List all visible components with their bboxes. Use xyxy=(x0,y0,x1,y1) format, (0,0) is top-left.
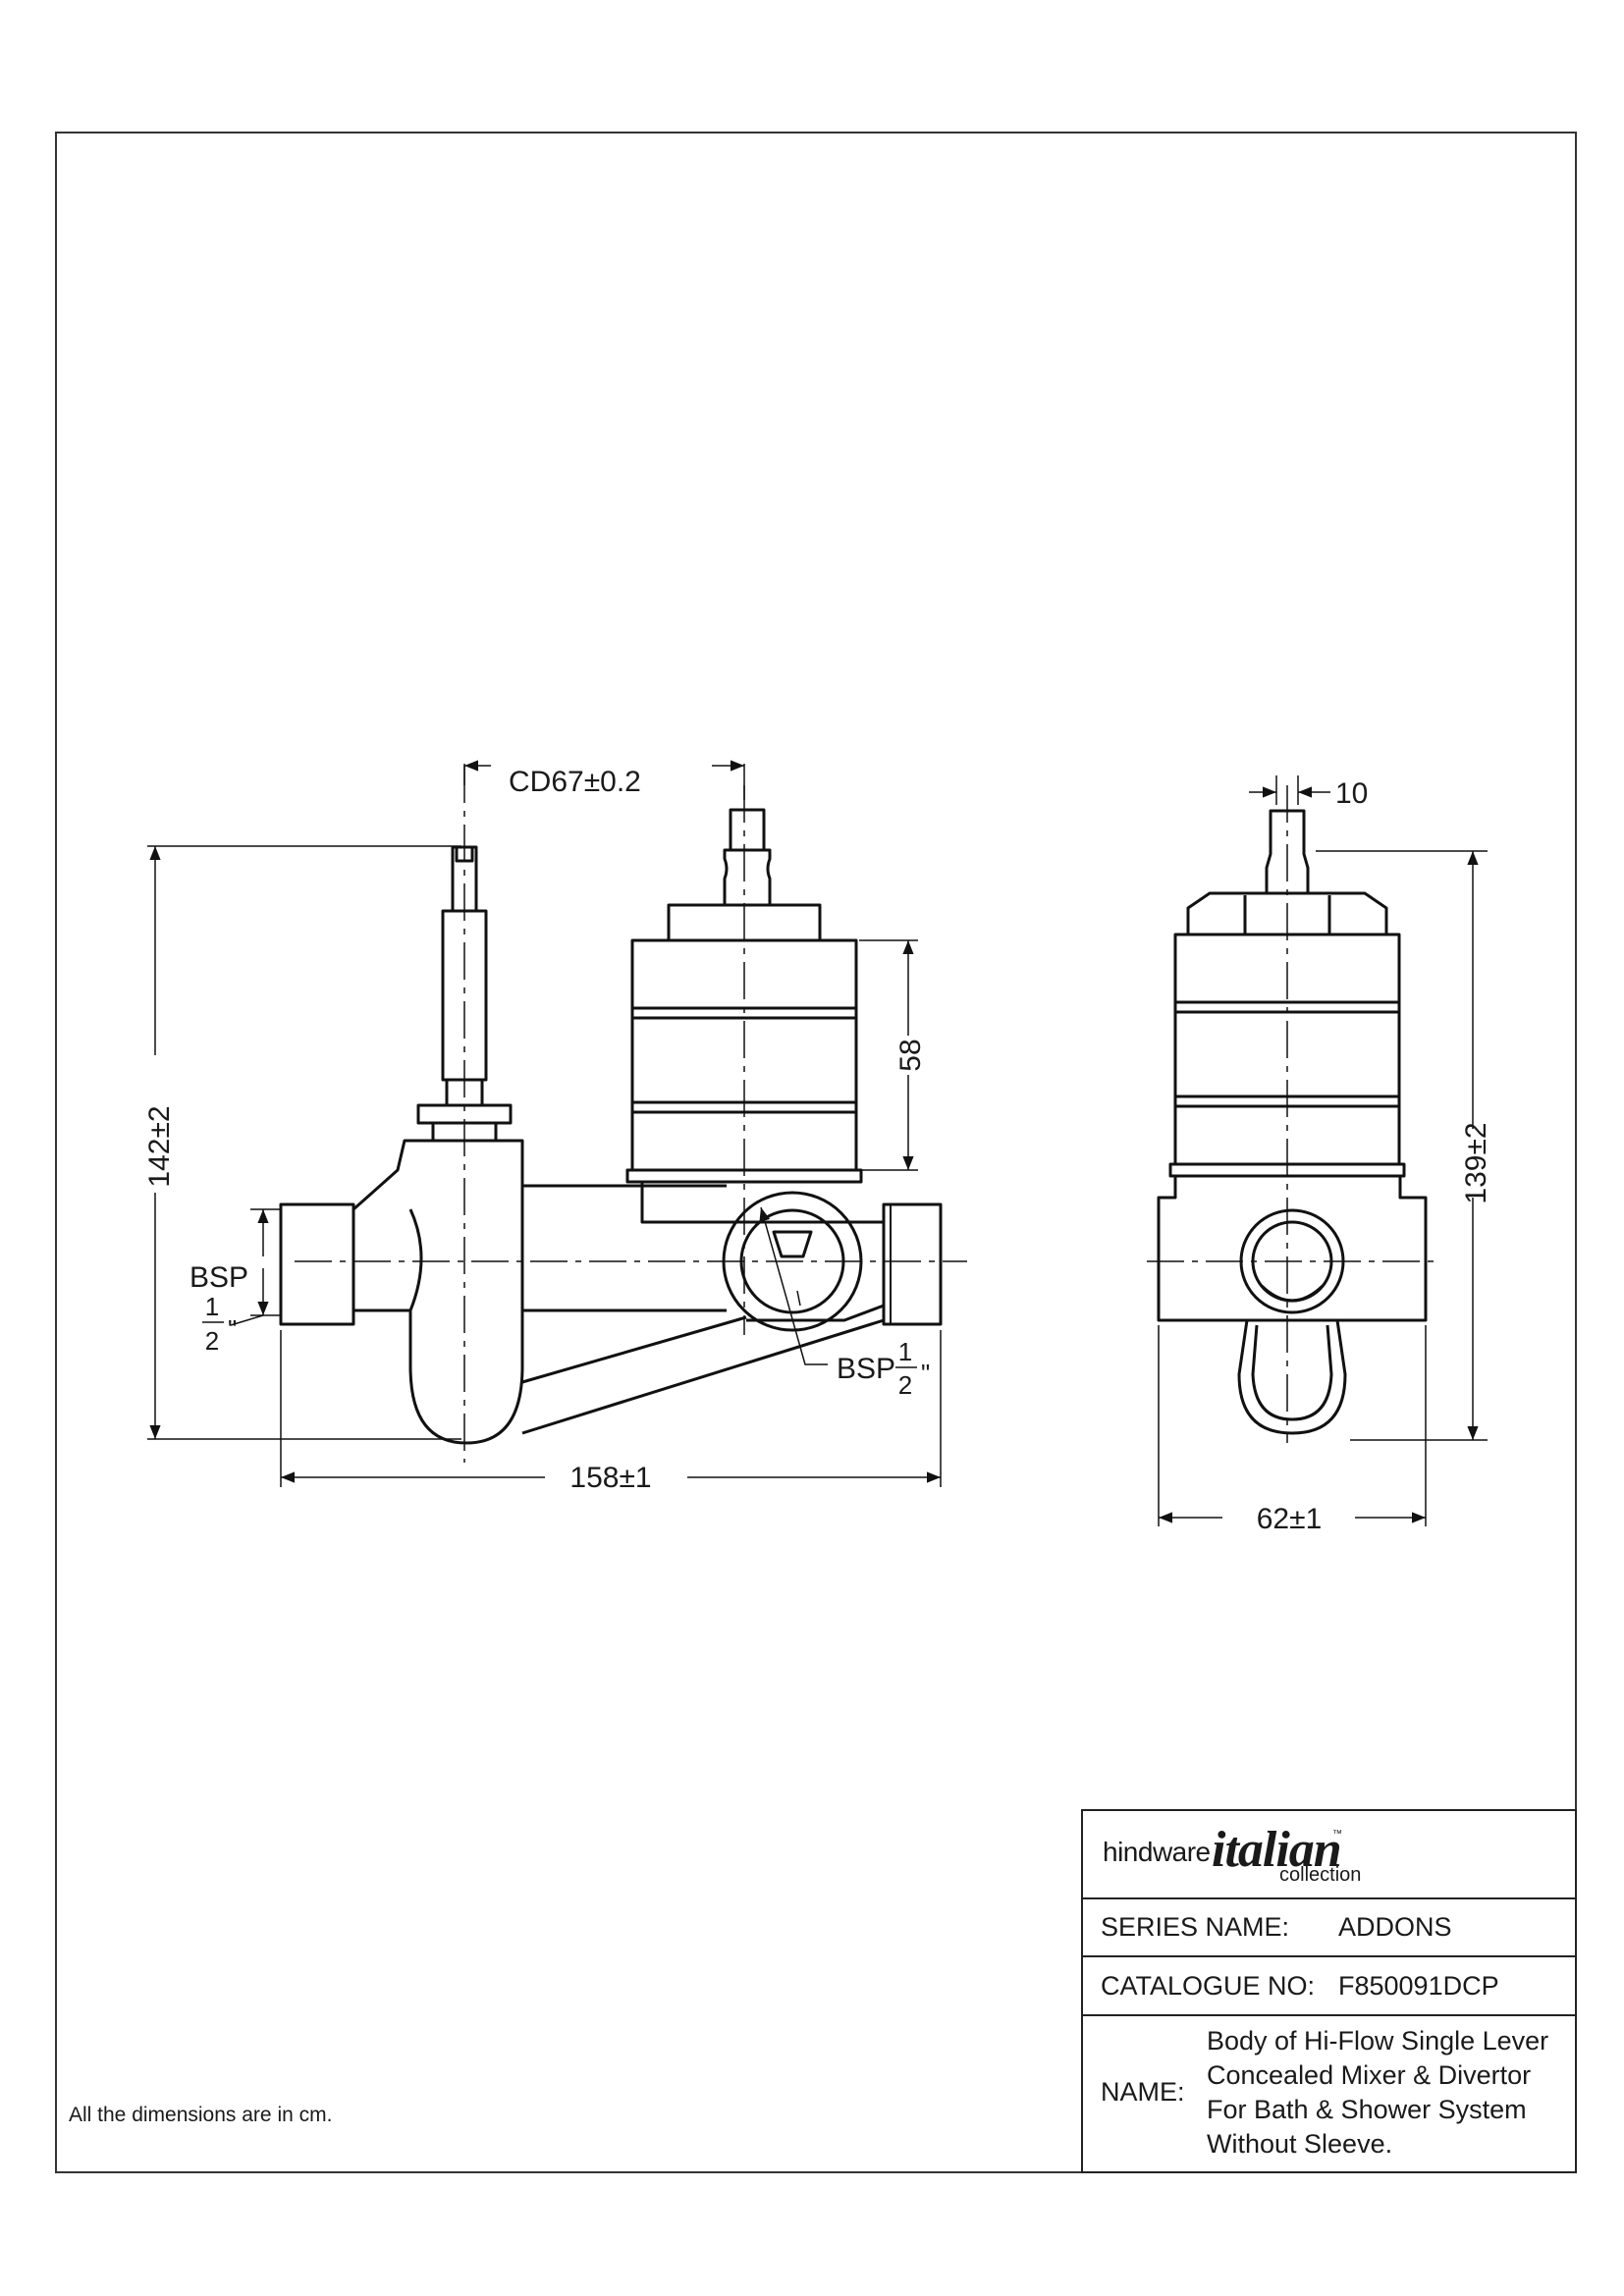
product-name-line: Body of Hi-Flow Single Lever xyxy=(1207,2026,1549,2056)
series-value: ADDONS xyxy=(1338,1912,1452,1942)
logo-brand: hindware xyxy=(1103,1837,1211,1867)
svg-text:": " xyxy=(921,1359,930,1388)
svg-text:1: 1 xyxy=(205,1292,219,1321)
width-left-label: 158±1 xyxy=(569,1462,651,1494)
side-body xyxy=(1157,1176,1428,1322)
width-right-label: 62±1 xyxy=(1257,1503,1323,1535)
svg-text:BSP: BSP xyxy=(189,1261,248,1294)
product-name-line: Concealed Mixer & Divertor xyxy=(1207,2060,1532,2090)
drawing-border xyxy=(55,132,1577,2173)
name-label: NAME: xyxy=(1101,2077,1185,2107)
brand-logo: hindware italian ™ collection xyxy=(1083,1811,1575,1899)
svg-text:": " xyxy=(228,1314,237,1344)
side-lower-handle xyxy=(1237,1319,1347,1435)
bsp-right-callout: BSP 1 2 " xyxy=(837,1337,930,1400)
bsp-left-callout: BSP 1 2 " xyxy=(189,1261,248,1356)
height-right-label: 139±2 xyxy=(1460,1122,1492,1203)
name-row: NAME: Body of Hi-Flow Single Lever Conce… xyxy=(1083,2016,1575,2173)
left-body xyxy=(352,1139,524,1445)
front-view xyxy=(279,808,943,1445)
catalogue-label: CATALOGUE NO: xyxy=(1101,1971,1316,2001)
title-block: hindware italian ™ collection SERIES NAM… xyxy=(1081,1809,1577,2173)
product-name-line: Without Sleeve. xyxy=(1207,2129,1393,2159)
height-left-label: 142±2 xyxy=(143,1105,176,1187)
catalogue-value: F850091DCP xyxy=(1338,1971,1499,2001)
product-name-line: For Bath & Shower System xyxy=(1207,2095,1527,2124)
product-name: Body of Hi-Flow Single Lever Concealed M… xyxy=(1207,2024,1548,2162)
right-outlet xyxy=(882,1202,943,1326)
cd-dimension-label: CD67±0.2 xyxy=(509,766,641,798)
logo-script: italian xyxy=(1212,1822,1342,1878)
cartridge-height-label: 58 xyxy=(894,1039,927,1071)
svg-text:2: 2 xyxy=(205,1326,219,1356)
logo-sub: collection xyxy=(1279,1864,1362,1886)
left-spindle xyxy=(441,909,488,1082)
stem-width-label: 10 xyxy=(1335,777,1368,810)
logo-trademark: ™ xyxy=(1332,1829,1342,1840)
units-footnote: All the dimensions are in cm. xyxy=(69,2104,333,2126)
series-row: SERIES NAME: ADDONS xyxy=(1083,1899,1575,1957)
svg-text:1: 1 xyxy=(898,1337,912,1366)
catalogue-row: CATALOGUE NO: F850091DCP xyxy=(1083,1957,1575,2016)
svg-text:BSP: BSP xyxy=(837,1353,895,1385)
side-view xyxy=(1157,809,1428,1435)
left-inlet xyxy=(279,1202,355,1326)
series-label: SERIES NAME: xyxy=(1101,1912,1290,1942)
svg-text:2: 2 xyxy=(898,1370,912,1400)
